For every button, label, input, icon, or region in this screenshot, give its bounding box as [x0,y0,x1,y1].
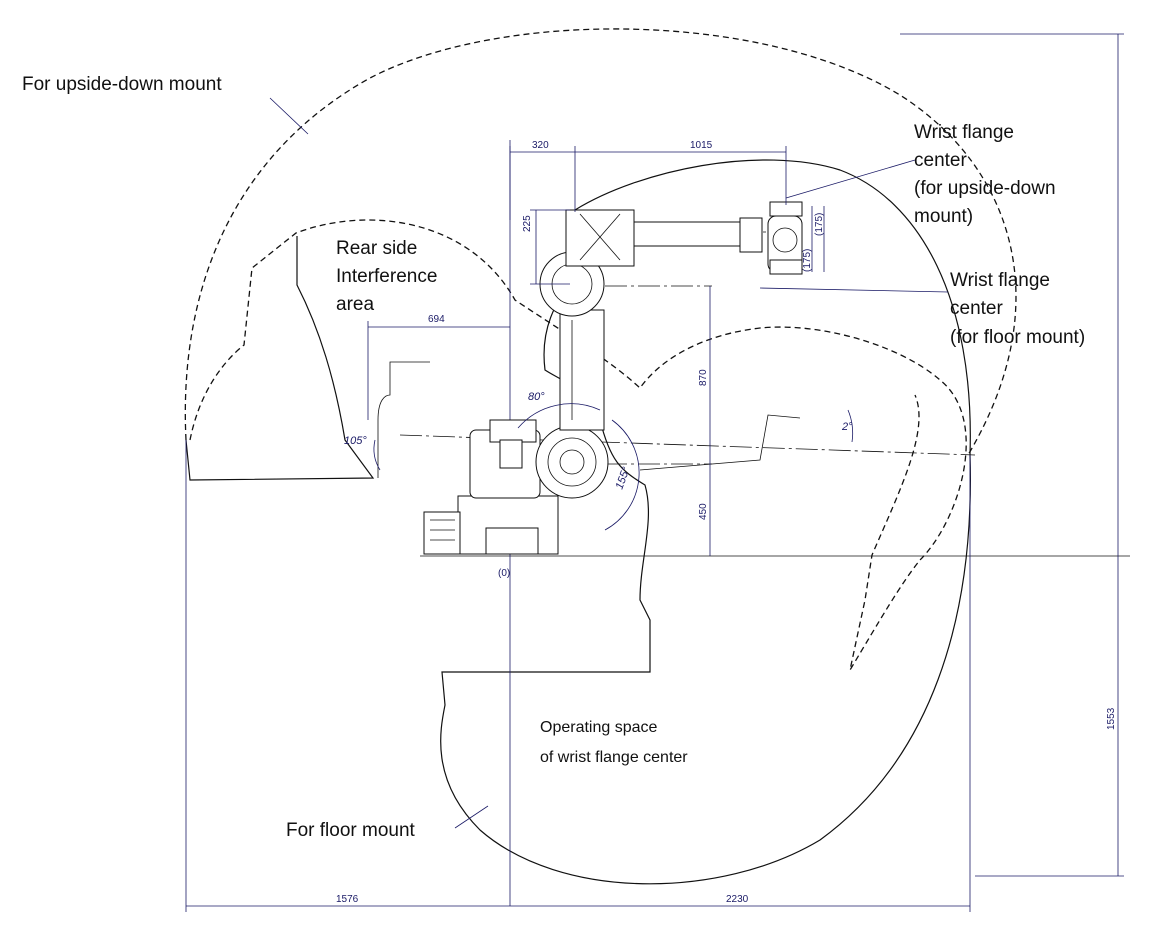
robot-elbow-housing [565,209,635,267]
robot-upper-arm [559,309,605,431]
label-wrist-upside-4: mount) [914,206,973,227]
label-wrist-upside-2: center [914,150,967,171]
dim-870: 870 [698,369,709,386]
angle-arc-2 [847,409,854,443]
label-wrist-floor-3: (for floor mount) [950,327,1085,348]
dim-1576: 1576 [336,894,359,905]
horizontal-centerline [399,434,976,456]
angle-arc-105 [373,439,381,471]
robot-forearm [633,221,755,247]
dim-225: 225 [522,215,533,232]
robot-cable-connector [423,511,461,555]
label-operating-space-2: of wrist flange center [540,749,688,766]
angle-arc-80 [517,403,601,429]
label-wrist-upside-3: (for upside-down [914,178,1056,199]
leader-wrist-upside [785,159,916,199]
label-operating-space-1: Operating space [540,719,658,736]
label-wrist-floor-1: Wrist flange [950,270,1050,291]
label-floor-mount: For floor mount [286,820,416,841]
leader-wrist-floor [759,287,949,293]
angle-2: 2° [841,421,853,433]
floor-mount-envelope [185,236,375,481]
upside-down-mount-inner-boundary [189,219,967,671]
dim-2230: 2230 [726,894,749,905]
dim-694: 694 [428,314,445,325]
leader-floor-mount [454,805,489,829]
dim-175-b: (175) [802,249,813,272]
angle-155: 155° [614,465,633,491]
angle-105: 105° [344,435,367,447]
label-wrist-floor-2: center [950,298,1003,319]
label-wrist-upside-1: Wrist flange [914,122,1014,143]
front-interference-profile [639,414,801,471]
leader-upside-down [269,97,309,135]
rear-step-profile [377,361,430,478]
label-rear-side-1: Rear side [336,238,417,259]
dim-320: 320 [532,140,549,151]
dim-1015: 1015 [690,140,713,151]
label-origin: (0) [498,568,510,579]
dim-1553: 1553 [1106,707,1117,730]
wrist-flange-floor [769,259,803,275]
label-rear-side-2: Interference [336,266,437,287]
dim-450: 450 [698,503,709,520]
angle-80: 80° [528,391,545,403]
upside-down-mount-envelope [184,28,1017,456]
label-rear-side-3: area [336,294,374,315]
dim-175-a: (175) [814,213,825,236]
angle-arc-155 [604,419,640,531]
label-upside-down-mount: For upside-down mount [22,74,222,95]
robot-j2-joint [535,425,609,499]
robot-arm [423,201,803,555]
